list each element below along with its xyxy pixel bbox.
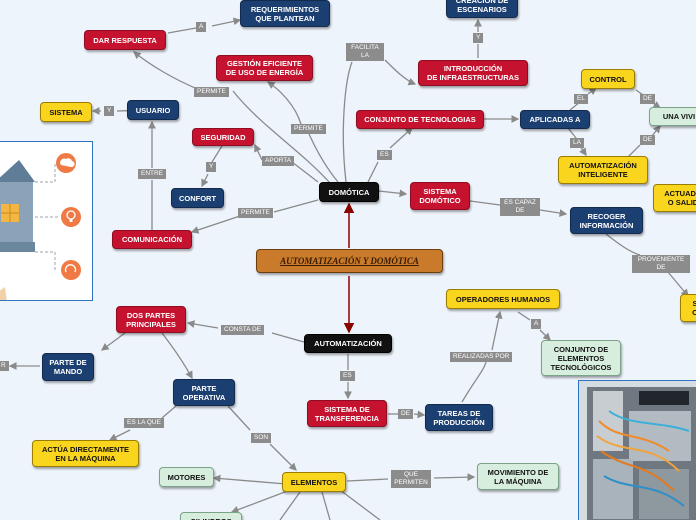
label-y-sistema: Y [104, 106, 115, 116]
label-entre: ENTRE [138, 169, 167, 179]
automation-photo [578, 380, 696, 520]
label-permite-com: PERMITE [238, 208, 273, 218]
label-es-automatizacion: ES [340, 371, 355, 381]
node-recoger-informacion[interactable]: RECOGER INFORMACIÓN [570, 207, 643, 234]
electrical-panel-photo-icon [579, 381, 696, 520]
node-sistema-domotico[interactable]: SISTEMA DOMÓTICO [410, 182, 470, 210]
node-operadores-humanos[interactable]: OPERADORES HUMANOS [446, 289, 560, 309]
node-tareas-produccion[interactable]: TAREAS DE PRODUCCIÓN [425, 404, 493, 431]
label-es-domotica: ES [377, 150, 392, 160]
label-de-auto: DE [640, 135, 656, 145]
label-realizadas-por: REALIZADAS POR [450, 352, 513, 362]
node-elementos[interactable]: ELEMENTOS [282, 472, 346, 492]
node-requerimientos[interactable]: REQUERIMIENTOS QUE PLANTEAN [240, 0, 330, 27]
label-r-left: R [0, 361, 9, 371]
node-dar-respuesta[interactable]: DAR RESPUESTA [84, 30, 166, 50]
label-facilita: FACILITA LA [346, 43, 384, 61]
node-actua-directamente[interactable]: ACTÚA DIRECTAMENTE EN LA MÁQUINA [32, 440, 139, 467]
label-y-seguridad: Y [206, 162, 217, 172]
smart-home-illustration [0, 141, 93, 301]
central-topic[interactable]: AUTOMATIZACIÓN Y DOMÓTICA [256, 249, 443, 273]
node-conjunto-tecnologias[interactable]: CONJUNTO DE TECNOLOGIAS [356, 110, 484, 129]
label-el: EL [574, 94, 588, 104]
label-consta-de: CONSTA DE [221, 325, 265, 335]
node-usuario[interactable]: USUARIO [127, 100, 179, 120]
node-parte-de-mando[interactable]: PARTE DE MANDO [42, 353, 94, 381]
node-conjunto-elementos[interactable]: CONJUNTO DE ELEMENTOS TECNOLÓGICOS [541, 340, 621, 376]
node-creacion-escenarios[interactable]: CREACIÓN DE ESCENARIOS [446, 0, 518, 18]
node-seguridad[interactable]: SEGURIDAD [192, 128, 254, 146]
node-motores[interactable]: MOTORES [159, 467, 214, 487]
node-sensores[interactable]: S O [680, 294, 696, 322]
label-aporta: APORTA [262, 156, 295, 166]
node-parte-operativa[interactable]: PARTE OPERATIVA [173, 379, 235, 406]
label-proveniente: PROVENIENTE DE [632, 255, 690, 273]
node-dos-partes[interactable]: DOS PARTES PRINCIPALES [116, 306, 186, 333]
node-cilindros[interactable]: CILINDROS [180, 512, 242, 520]
node-sistema-transferencia[interactable]: SISTEMA DE TRANSFERENCIA [307, 400, 387, 427]
label-son: SON [251, 433, 272, 443]
node-introduccion-infraestructuras[interactable]: INTRODUCCIÓN DE INFRAESTRUCTURAS [418, 60, 528, 86]
node-automatizacion-inteligente[interactable]: AUTOMATIZACIÓN INTELIGENTE [558, 156, 648, 184]
label-permite-gestion: PERMITE [291, 124, 326, 134]
label-es-capaz: ES CAPAZ DE [500, 198, 540, 216]
label-y-creacion: Y [473, 33, 484, 43]
node-confort[interactable]: CONFORT [171, 188, 224, 208]
label-permite-dar: PERMITE [194, 87, 229, 97]
node-automatizacion[interactable]: AUTOMATIZACIÓN [304, 334, 392, 353]
node-sistema[interactable]: SISTEMA [40, 102, 92, 122]
label-es-la-que: ES LA QUE [124, 418, 164, 428]
node-control[interactable]: CONTROL [581, 69, 635, 89]
node-comunicacion[interactable]: COMUNICACIÓN [112, 230, 192, 249]
label-de-control: DE [640, 94, 656, 104]
label-la: LA [570, 138, 584, 148]
label-a: A [196, 22, 207, 32]
node-aplicadas-a[interactable]: APLICADAS A [520, 110, 590, 129]
node-gestion-eficiente[interactable]: GESTIÓN EFICIENTE DE USO DE ENERGÍA [216, 55, 313, 81]
node-una-vivienda[interactable]: UNA VIVI [649, 107, 696, 126]
node-domotica[interactable]: DOMÓTICA [319, 182, 379, 202]
label-de-transferencia: DE [398, 409, 414, 419]
node-movimiento-maquina[interactable]: MOVIMIENTO DE LA MÁQUINA [477, 463, 559, 490]
label-a-operadores: A [531, 319, 542, 329]
label-que-permiten: QUE PERMITEN [391, 470, 431, 488]
house-illustration-icon [0, 153, 81, 300]
